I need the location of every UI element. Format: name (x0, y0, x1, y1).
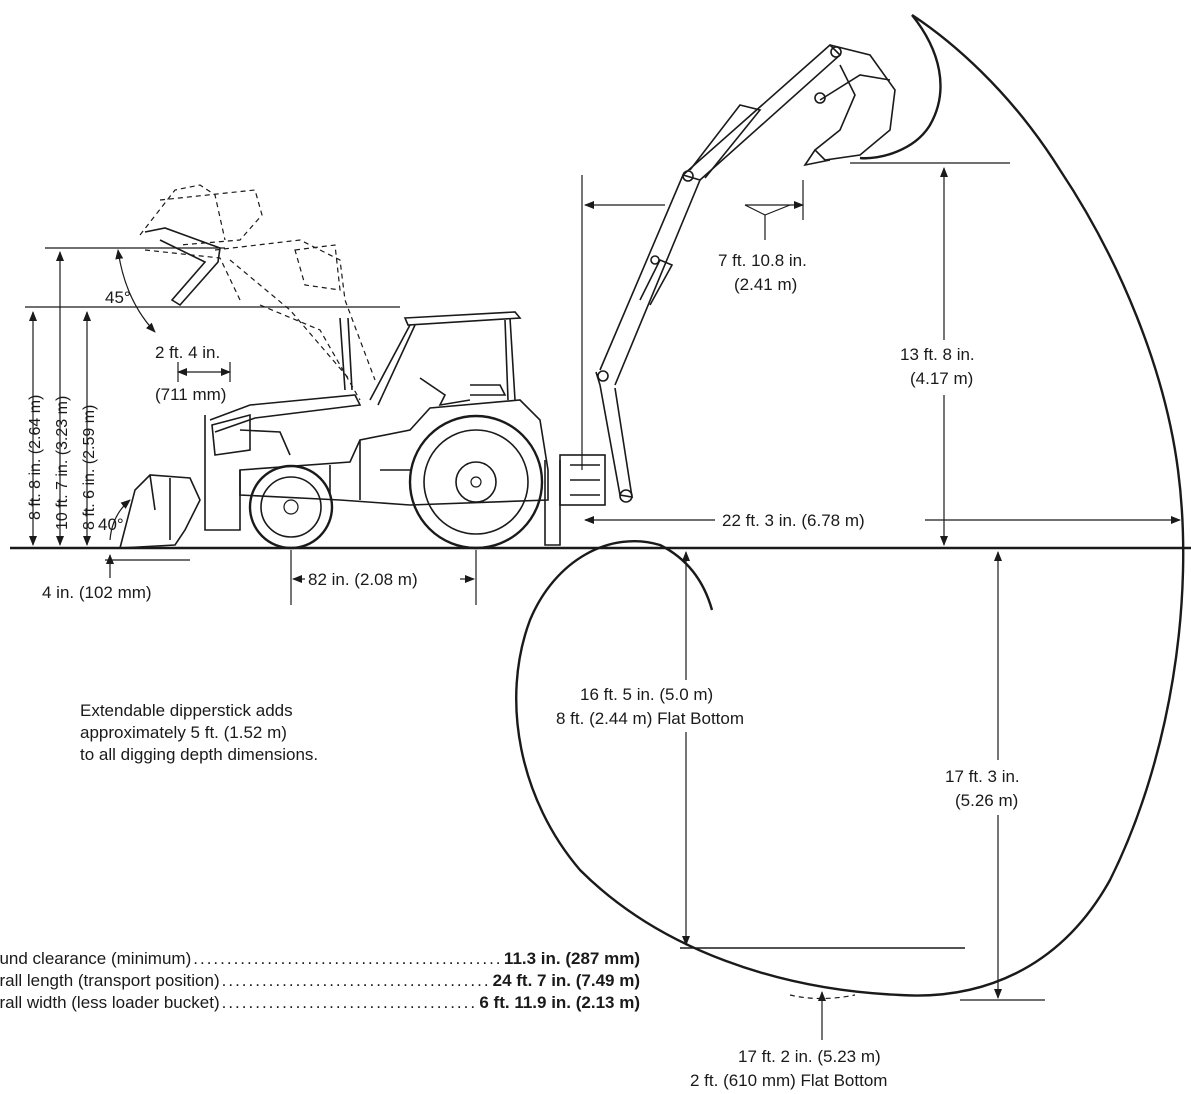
label-reach-from-pivot: 22 ft. 3 in. (6.78 m) (722, 511, 865, 530)
spec-leader (193, 948, 502, 970)
label-dig-depth-b-1: 17 ft. 2 in. (5.23 m) (738, 1047, 881, 1066)
label-reach-ft: 2 ft. 4 in. (155, 343, 220, 362)
label-dig-depth-max-ft: 17 ft. 3 in. (945, 767, 1020, 786)
label-reach-mm: (711 mm) (155, 385, 226, 404)
label-pin-height: 10 ft. 7 in. (3.23 m) (54, 396, 71, 530)
label-dig-depth-b-2: 2 ft. (610 mm) Flat Bottom (690, 1071, 887, 1090)
label-dig-depth-a-2: 8 ft. (2.44 m) Flat Bottom (556, 709, 744, 728)
spec-label: erall width (less loader bucket) (0, 993, 220, 1012)
label-bucket-height: 8 ft. 6 in. (2.59 m) (81, 405, 98, 530)
label-loading-reach-m: (2.41 m) (734, 275, 797, 294)
spec-row-overall-length: erall length (transport position) 24 ft.… (0, 970, 640, 992)
spec-row-ground-clearance: ound clearance (minimum) 11.3 in. (287 m… (0, 948, 640, 970)
dipperstick-note: Extendable dipperstick adds approximatel… (80, 700, 460, 766)
label-wheelbase: 82 in. (2.08 m) (308, 570, 418, 589)
label-dump-height: 8 ft. 8 in. (2.64 m) (27, 395, 44, 520)
spec-value: 6 ft. 11.9 in. (2.13 m) (479, 993, 640, 1012)
backhoe-arm (544, 43, 896, 546)
spec-label: erall length (transport position) (0, 971, 220, 990)
label-loading-height-m: (4.17 m) (910, 369, 973, 388)
label-rollback-angle: 40° (98, 515, 124, 534)
label-dig-depth-a-1: 16 ft. 5 in. (5.0 m) (580, 685, 713, 704)
label-dump-angle: 45° (105, 288, 131, 307)
label-dig-depth-max-m: (5.26 m) (955, 791, 1018, 810)
spec-leader (222, 970, 491, 992)
note-line-3: to all digging depth dimensions. (80, 745, 319, 764)
loader-arm (118, 184, 376, 549)
tractor-body (239, 311, 549, 550)
envelope-tip (859, 14, 942, 160)
spec-leader (222, 992, 478, 1014)
spec-value: 11.3 in. (287 mm) (503, 949, 640, 968)
note-line-1: Extendable dipperstick adds (80, 701, 293, 720)
label-loading-height-ft: 13 ft. 8 in. (900, 345, 975, 364)
note-line-2: approximately 5 ft. (1.52 m) (80, 723, 287, 742)
backhoe-reach-envelope (515, 13, 1185, 997)
spec-list: ound clearance (minimum) 11.3 in. (287 m… (0, 948, 640, 1014)
spec-row-overall-width: erall width (less loader bucket) 6 ft. 1… (0, 992, 640, 1014)
spec-label: ound clearance (minimum) (0, 949, 192, 968)
label-dig-below: 4 in. (102 mm) (42, 583, 152, 602)
label-loading-reach-ft: 7 ft. 10.8 in. (718, 251, 807, 270)
spec-value: 24 ft. 7 in. (7.49 m) (492, 971, 640, 990)
